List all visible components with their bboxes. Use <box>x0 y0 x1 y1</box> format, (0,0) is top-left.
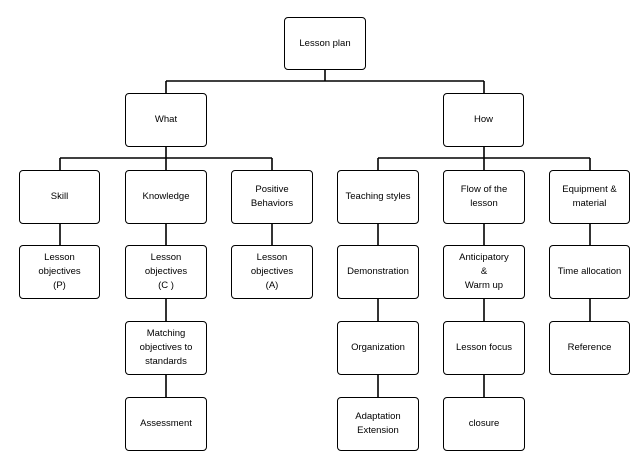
node-label-line: objectives <box>38 266 81 278</box>
node-reference: Reference <box>549 321 630 375</box>
node-label-line: Lesson focus <box>456 342 512 354</box>
node-demonstration: Demonstration <box>337 245 419 299</box>
node-lesson-objectives-c: Lesson objectives(C ) <box>125 245 207 299</box>
node-lesson-focus: Lesson focus <box>443 321 525 375</box>
node-label: Demonstration <box>347 265 409 279</box>
node-label-line: Behaviors <box>250 198 294 209</box>
node-label-line: (C ) <box>158 279 174 291</box>
node-label-line: Equipment & <box>562 184 617 196</box>
node-label: Equipment & material <box>562 183 616 211</box>
node-organization: Organization <box>337 321 419 375</box>
node-label: Reference <box>568 341 612 355</box>
node-label-line: (A) <box>265 279 279 291</box>
node-label-line: Extension <box>357 425 399 436</box>
node-label: Lesson objectives(A) <box>251 251 293 292</box>
node-label-line: Matching <box>146 328 186 340</box>
node-flow-of-lesson: Flow of the lesson <box>443 170 525 224</box>
node-label-line: objectives <box>144 266 188 278</box>
node-label: Anticipatory &Warm up <box>459 251 509 292</box>
node-label-line: Flow of the <box>460 184 508 196</box>
node-label-line: closure <box>468 418 500 430</box>
node-label-line: How <box>473 114 493 126</box>
node-label: Lesson objectives(C ) <box>145 251 187 292</box>
node-label: Flow of the lesson <box>461 183 507 211</box>
node-label-line: material <box>572 198 607 209</box>
node-label-line: objectives <box>250 266 294 278</box>
node-label-line: Skill <box>50 191 69 203</box>
node-label-line: Lesson <box>44 252 75 264</box>
node-assessment: Assessment <box>125 397 207 451</box>
node-how: How <box>443 93 524 147</box>
node-label-line: objectives to <box>139 342 193 354</box>
node-skill: Skill <box>19 170 100 224</box>
node-label: Lesson plan <box>299 37 350 51</box>
node-label-line: lesson <box>470 198 498 209</box>
node-lesson-objectives-p: Lesson objectives(P) <box>19 245 100 299</box>
node-label-line: What <box>154 114 178 126</box>
node-label: Time allocation <box>558 265 622 279</box>
node-label-line: (P) <box>53 279 66 291</box>
node-label: Knowledge <box>142 190 189 204</box>
node-label: closure <box>469 417 500 431</box>
node-lesson-plan: Lesson plan <box>284 17 366 70</box>
node-lesson-objectives-a: Lesson objectives(A) <box>231 245 313 299</box>
node-label: How <box>474 113 493 127</box>
node-label: Assessment <box>140 417 192 431</box>
node-label-line: Time allocation <box>557 266 622 278</box>
node-label-line: Anticipatory <box>459 252 509 264</box>
node-label-line: Adaptation <box>355 411 401 423</box>
node-label-line: Knowledge <box>142 191 190 203</box>
node-equipment-material: Equipment & material <box>549 170 630 224</box>
node-closure: closure <box>443 397 525 451</box>
node-label: Skill <box>51 190 68 204</box>
node-label-line: Lesson <box>256 252 288 264</box>
node-teaching-styles: Teaching styles <box>337 170 419 224</box>
node-label-line: Warm up <box>464 279 504 291</box>
node-label-line: Positive <box>255 184 289 196</box>
node-label: What <box>155 113 177 127</box>
node-label-line: Demonstration <box>347 266 409 278</box>
node-label-line: Organization <box>351 342 405 354</box>
node-label-line: Lesson <box>150 252 182 264</box>
node-label-line: Reference <box>567 342 612 354</box>
node-label-line: & <box>480 266 488 278</box>
node-label-line: Teaching styles <box>345 191 411 203</box>
node-anticipatory-warm-up: Anticipatory &Warm up <box>443 245 525 299</box>
node-label-line: Assessment <box>140 418 192 430</box>
node-label-line: standards <box>145 355 187 367</box>
node-label-line: Lesson plan <box>299 37 351 49</box>
node-label: Lesson objectives(P) <box>38 251 80 292</box>
node-time-allocation: Time allocation <box>549 245 630 299</box>
node-label: Organization <box>351 341 405 355</box>
node-knowledge: Knowledge <box>125 170 207 224</box>
node-what: What <box>125 93 207 147</box>
node-label: Teaching styles <box>346 190 411 204</box>
node-label: Lesson focus <box>456 341 512 355</box>
